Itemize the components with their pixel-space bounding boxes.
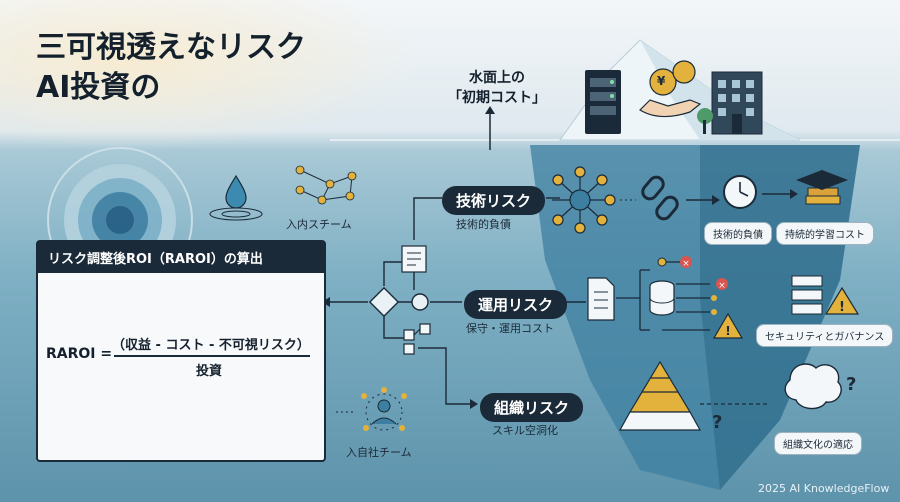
risk-org-label: 組織リスク [480,393,584,422]
pyramid-icon [618,360,702,431]
title-line-1: 三可視透えなリスク [36,30,306,65]
raroi-lhs: RAROI = [46,346,113,362]
server-stack-icon [791,275,823,315]
graduation-cap-icon [796,170,848,205]
chip-tech-debt: 技術的負債 [704,222,772,245]
network-icon [552,166,616,234]
yen-icon: ¥ [657,74,666,88]
hand-coins-icon [639,60,702,118]
svg-text:?: ? [712,412,722,433]
svg-text:!: ! [725,324,730,338]
raroi-numerator: （収益 - コスト - 不可視リスク） [112,338,310,353]
svg-text:×: × [718,281,726,291]
risk-tech-sub: 技術的負債 [456,218,511,231]
svg-text:×: × [682,259,690,269]
flow-node-circle [411,293,429,311]
water-label: 入内スチーム [286,218,352,231]
chip-learning: 持続的学習コスト [776,222,874,245]
risk-ops-label: 運用リスク [464,290,568,319]
risk-org-sub: スキル空洞化 [492,424,558,437]
water-drop-icon [209,174,263,221]
team-label: 入自社チーム [346,446,412,459]
document-icon [587,277,615,321]
brain-icon [784,363,842,410]
broken-chain-icon [641,175,679,221]
team-icon [365,393,403,431]
raroi-panel-title: リスク調整後ROI（RAROI）の算出 [38,242,324,273]
footer-credit: 2025 AI KnowledgeFlow [758,482,890,495]
list-doc-icon [401,245,427,273]
raroi-panel: リスク調整後ROI（RAROI）の算出 [36,240,326,462]
flowchart-icon [403,323,431,355]
warning-triangle-icon-2: ! [824,286,860,315]
title-glow [0,0,420,150]
decision-diamond [368,286,400,318]
clock-icon [723,175,757,209]
building-icon [697,71,763,135]
svg-text:?: ? [846,374,856,395]
server-icon [585,70,621,134]
surface-cost-label: 水面上の 「初期コスト」 [448,68,546,108]
svg-text:!: ! [839,300,845,315]
chip-security: セキュリティとガバナンス [756,324,894,347]
risk-ops-sub: 保守・運用コスト [466,322,554,335]
risk-tech-label: 技術リスク [442,186,546,215]
page-title: 三可視透えなリスク AI投資の [36,28,306,108]
warning-triangle-icon: ! [712,312,744,339]
title-line-2: AI投資の [36,70,161,105]
database-icon [649,280,675,316]
surface-line-2: 「初期コスト」 [448,90,546,106]
chip-culture: 組織文化の適応 [774,432,862,455]
raroi-denominator: 投資 [196,364,223,379]
surface-line-1: 水面上の [469,70,525,86]
fraction-bar [114,355,310,357]
